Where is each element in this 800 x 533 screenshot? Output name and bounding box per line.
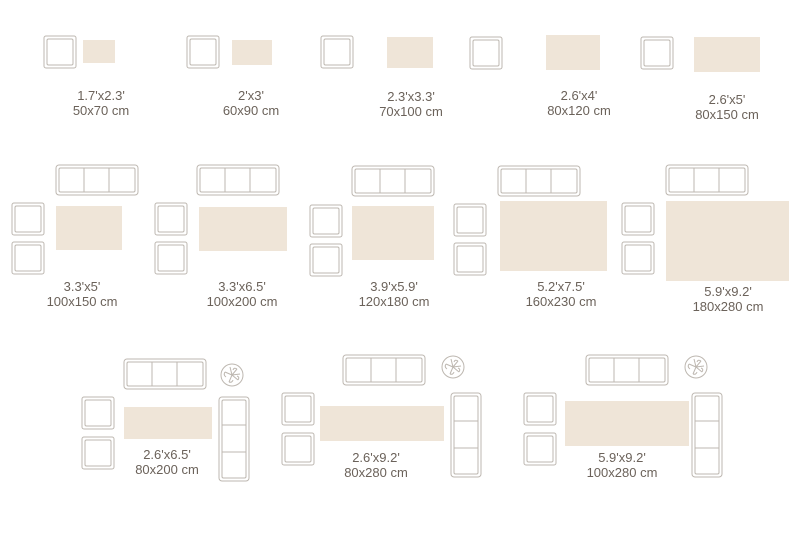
sofa-icon [55, 164, 139, 196]
sofa-icon [123, 358, 207, 390]
armchair-icon [469, 36, 503, 70]
armchair-icon [11, 202, 45, 236]
size-label: 2'x3' 60x90 cm [181, 88, 321, 118]
size-feet: 1.7'x2.3' [77, 88, 125, 103]
sofa-icon [665, 164, 749, 196]
size-feet: 2.6'x9.2' [352, 450, 400, 465]
armchair-icon [621, 202, 655, 236]
rug [565, 401, 689, 446]
layout-5 [640, 36, 760, 72]
armchair-icon [154, 202, 188, 236]
armchair-icon [309, 243, 343, 277]
rug [500, 201, 607, 271]
sofa-icon [691, 392, 723, 478]
armchair-icon [621, 241, 655, 275]
size-cm: 80x150 cm [695, 107, 759, 122]
layout-2 [186, 35, 272, 69]
size-feet: 2.3'x3.3' [387, 89, 435, 104]
size-label: 2.6'x4' 80x120 cm [509, 88, 649, 118]
layout-8 [309, 165, 435, 277]
size-cm: 50x70 cm [72, 103, 130, 118]
plant-icon [441, 355, 465, 379]
layout-11 [81, 358, 250, 482]
rug [199, 207, 287, 251]
size-feet: 2.6'x6.5' [143, 447, 191, 462]
layout-1 [43, 35, 115, 69]
rug [124, 407, 212, 439]
size-label: 2.6'x9.2' 80x280 cm [306, 450, 446, 480]
size-feet: 3.3'x6.5' [218, 279, 266, 294]
size-cm: 180x280 cm [692, 299, 764, 314]
size-feet: 2.6'x5' [708, 92, 746, 107]
size-cm: 120x180 cm [358, 294, 430, 309]
size-feet: 2.6'x4' [560, 88, 598, 103]
layout-12 [281, 354, 482, 478]
armchair-icon [320, 35, 354, 69]
size-feet: 3.9'x5.9' [370, 279, 418, 294]
armchair-icon [523, 392, 557, 426]
size-feet: 5.2'x7.5' [537, 279, 585, 294]
sofa-icon [585, 354, 669, 386]
size-cm: 100x150 cm [46, 294, 118, 309]
layout-7 [154, 164, 287, 275]
plant-icon [684, 355, 708, 379]
layout-3 [320, 35, 433, 69]
armchair-icon [186, 35, 220, 69]
armchair-icon [11, 241, 45, 275]
size-label: 5.9'x9.2' 180x280 cm [658, 284, 798, 314]
rug [387, 37, 433, 68]
plant-icon [220, 363, 244, 387]
layout-9 [453, 165, 607, 276]
rug [352, 206, 434, 260]
size-cm: 100x200 cm [206, 294, 278, 309]
sofa-icon [497, 165, 581, 197]
size-label: 2.6'x5' 80x150 cm [657, 92, 797, 122]
layout-4 [469, 35, 600, 70]
size-label: 3.9'x5.9' 120x180 cm [324, 279, 464, 309]
size-cm: 80x200 cm [135, 462, 199, 477]
size-cm: 80x120 cm [547, 103, 611, 118]
size-feet: 5.9'x9.2' [598, 450, 646, 465]
size-label: 3.3'x6.5' 100x200 cm [172, 279, 312, 309]
sofa-icon [351, 165, 435, 197]
rug [56, 206, 122, 250]
rug [232, 40, 272, 65]
size-feet: 2'x3' [238, 88, 264, 103]
armchair-icon [81, 396, 115, 430]
armchair-icon [43, 35, 77, 69]
size-label: 5.2'x7.5' 160x230 cm [491, 279, 631, 309]
size-label: 2.6'x6.5' 80x200 cm [97, 447, 237, 477]
size-label: 5.9'x9.2' 100x280 cm [552, 450, 692, 480]
rug [320, 406, 444, 441]
sofa-icon [450, 392, 482, 478]
size-cm: 80x280 cm [344, 465, 408, 480]
armchair-icon [640, 36, 674, 70]
layout-10 [621, 164, 789, 281]
rug [694, 37, 760, 72]
armchair-icon [453, 242, 487, 276]
size-cm: 60x90 cm [222, 103, 280, 118]
rug [666, 201, 789, 281]
rug [546, 35, 600, 70]
size-feet: 5.9'x9.2' [704, 284, 752, 299]
size-label: 2.3'x3.3' 70x100 cm [341, 89, 481, 119]
size-cm: 100x280 cm [586, 465, 658, 480]
sofa-icon [342, 354, 426, 386]
layout-6 [11, 164, 139, 275]
sofa-icon [196, 164, 280, 196]
rug [83, 40, 115, 63]
size-label: 1.7'x2.3' 50x70 cm [31, 88, 171, 118]
size-feet: 3.3'x5' [63, 279, 101, 294]
armchair-icon [154, 241, 188, 275]
armchair-icon [453, 203, 487, 237]
size-label: 3.3'x5' 100x150 cm [12, 279, 152, 309]
size-cm: 70x100 cm [379, 104, 443, 119]
size-cm: 160x230 cm [525, 294, 597, 309]
armchair-icon [281, 392, 315, 426]
armchair-icon [309, 204, 343, 238]
layout-13 [523, 354, 723, 478]
